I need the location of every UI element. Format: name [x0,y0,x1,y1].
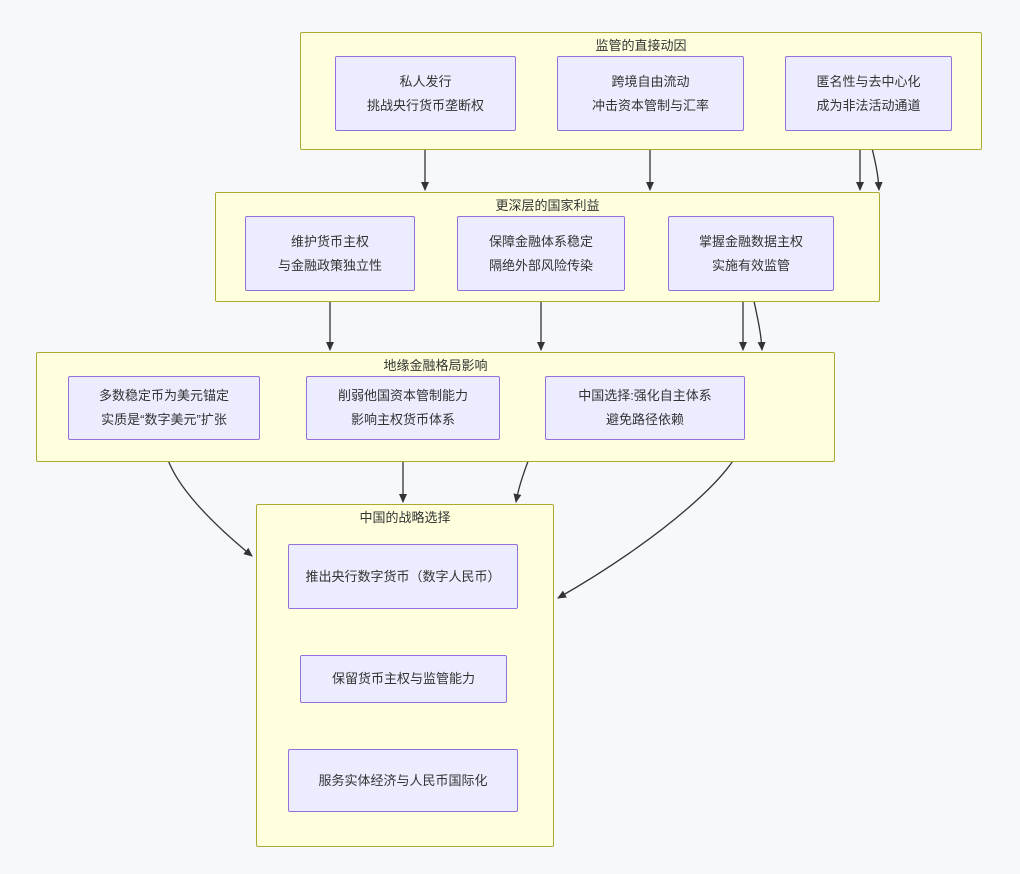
node-monetary-sovereignty[interactable]: 维护货币主权 与金融政策独立性 [245,216,415,291]
node-serve-real-economy[interactable]: 服务实体经济与人民币国际化 [288,749,518,812]
node-label: 服务实体经济与人民币国际化 [318,772,488,788]
cluster-title: 地缘金融格局影响 [383,358,488,373]
node-label: 推出央行数字货币（数字人民币） [305,568,501,584]
node-label: 保留货币主权与监管能力 [331,671,475,686]
node-cross-border-flow[interactable]: 跨境自由流动 冲击资本管制与汇率 [557,56,744,131]
node-private-issuance[interactable]: 私人发行 挑战央行货币垄断权 [335,56,516,131]
node-label: 匿名性与去中心化 成为非法活动通道 [816,73,921,113]
node-china-autonomous-system[interactable]: 中国选择:强化自主体系 避免路径依赖 [545,376,745,440]
cluster-title: 中国的战略选择 [359,510,451,525]
node-anonymity-decentralization[interactable]: 匿名性与去中心化 成为非法活动通道 [785,56,952,131]
node-label: 私人发行 挑战央行货币垄断权 [366,73,484,113]
node-usd-pegged-stablecoins[interactable]: 多数稳定币为美元锚定 实质是“数字美元”扩张 [68,376,260,440]
node-label: 多数稳定币为美元锚定 实质是“数字美元”扩张 [98,388,229,427]
edge-n9b-to-c4 [557,439,743,599]
node-label: 中国选择:强化自主体系 避免路径依赖 [578,388,712,427]
node-data-sovereignty[interactable]: 掌握金融数据主权 实施有效监管 [668,216,834,291]
node-label: 保障金融体系稳定 隔绝外部风险传染 [488,233,593,273]
node-launch-cbdc[interactable]: 推出央行数字货币（数字人民币） [288,544,518,609]
node-label: 维护货币主权 与金融政策独立性 [277,233,382,273]
node-retain-sovereignty-supervision[interactable]: 保留货币主权与监管能力 [300,655,507,703]
node-weaken-capital-controls[interactable]: 削弱他国资本管制能力 影响主权货币体系 [306,376,500,440]
cluster-title: 监管的直接动因 [595,38,687,53]
node-financial-stability[interactable]: 保障金融体系稳定 隔绝外部风险传染 [457,216,625,291]
node-label: 削弱他国资本管制能力 影响主权货币体系 [337,388,468,427]
cluster-title: 更深层的国家利益 [495,198,600,213]
node-label: 掌握金融数据主权 实施有效监管 [698,233,803,273]
node-label: 跨境自由流动 冲击资本管制与汇率 [591,73,709,113]
